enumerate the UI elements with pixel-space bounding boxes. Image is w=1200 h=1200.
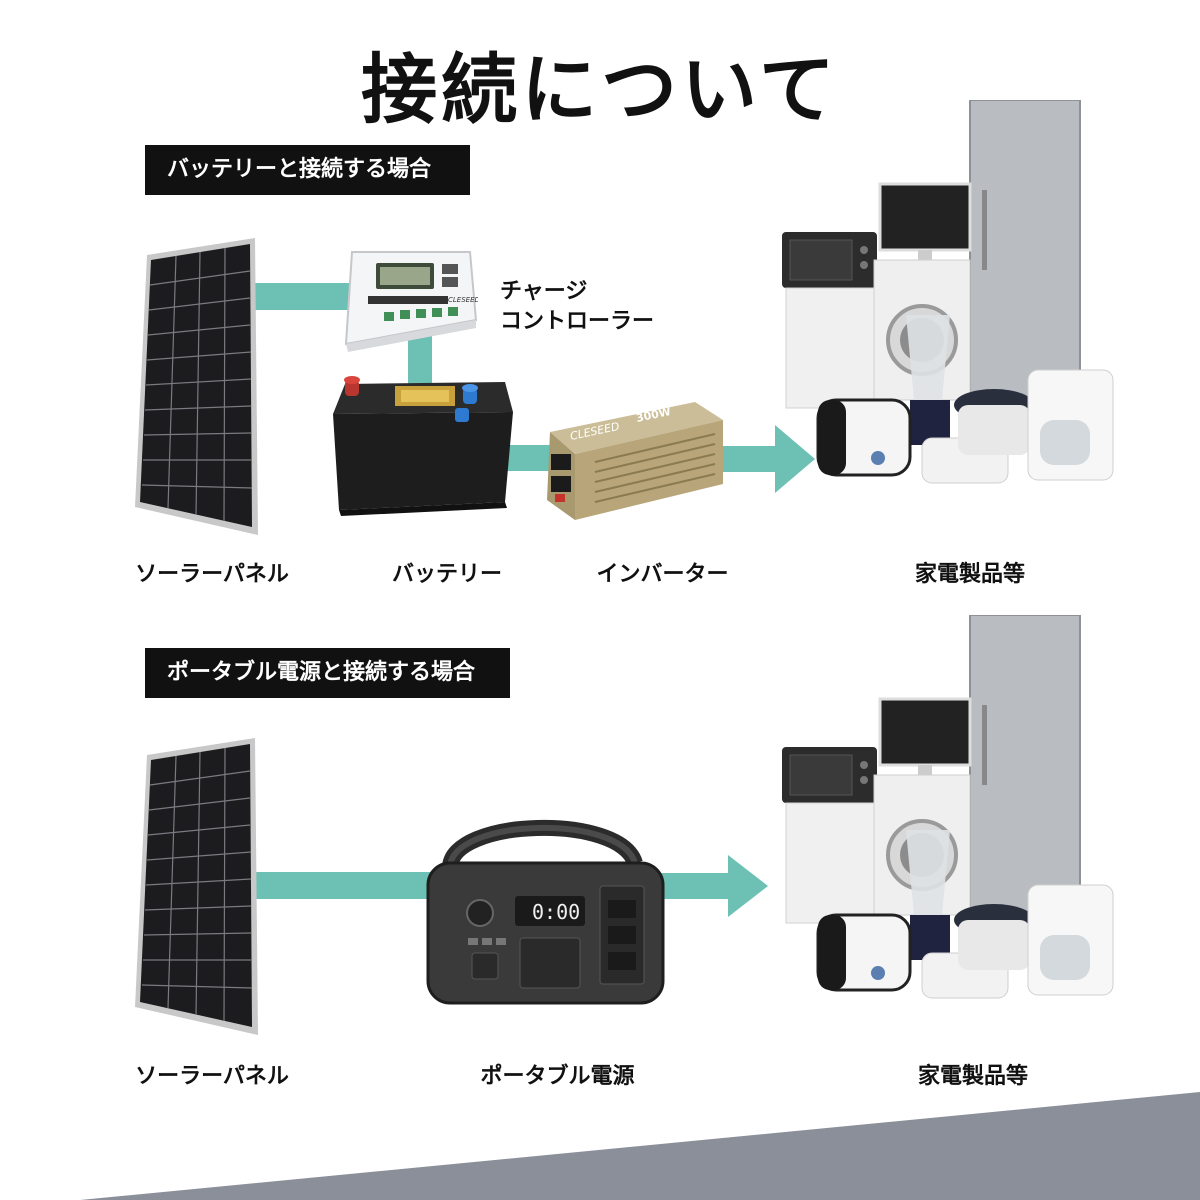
caption-appliances-1: 家電製品等: [914, 562, 1025, 587]
solar-panel-icon-2: [135, 738, 258, 1035]
arrow-to-appliances-2: [660, 855, 768, 917]
page-title: 接続について: [361, 45, 839, 134]
display-time: 0:00: [532, 900, 580, 924]
connector-panel-portable: [240, 872, 445, 899]
arrow-to-appliances-1: [715, 425, 815, 493]
caption-solar-panel-1: ソーラーパネル: [135, 562, 289, 587]
inverter-icon: CLESEED 300W: [547, 402, 723, 520]
caption-battery: バッテリー: [391, 562, 502, 587]
battery-icon: [333, 376, 513, 516]
section-label-battery: バッテリーと接続する場合: [145, 145, 470, 195]
footer-band: [80, 1092, 1200, 1200]
caption-solar-panel-2: ソーラーパネル: [135, 1064, 289, 1089]
connector-panel-controller: [245, 283, 350, 310]
charge-controller-icon: CLESEED: [344, 251, 478, 352]
appliances-icon: [782, 100, 1114, 484]
caption-inverter: インバーター: [596, 562, 729, 587]
caption-appliances-2: 家電製品等: [917, 1064, 1028, 1089]
charge-controller-label-line2: コントローラー: [500, 309, 655, 334]
appliances-icon-2: [782, 615, 1114, 999]
connector-battery-inverter: [505, 445, 555, 471]
charge-controller-label: チャージ コントローラー: [500, 277, 654, 337]
section-label-portable: ポータブル電源と接続する場合: [145, 648, 510, 698]
controller-brand: CLESEED: [448, 296, 478, 304]
portable-power-icon: 0:00: [426, 819, 665, 1005]
charge-controller-label-line1: チャージ: [500, 279, 588, 304]
caption-portable-power: ポータブル電源: [480, 1064, 635, 1089]
solar-panel-icon: [135, 238, 258, 535]
